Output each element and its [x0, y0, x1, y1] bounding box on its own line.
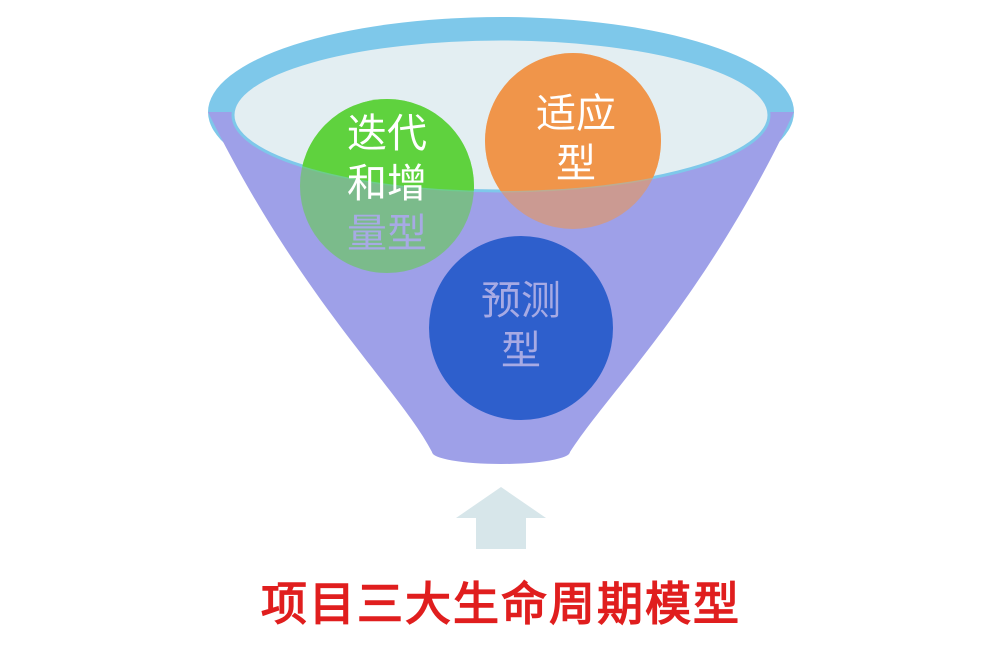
label-iterative-line3: 量型: [347, 211, 427, 257]
label-iterative-line1: 迭代: [347, 111, 427, 157]
circle-predictive: [429, 236, 613, 420]
diagram-caption: 项目三大生命周期模型: [261, 577, 741, 631]
label-adaptive-line2: 型: [556, 141, 596, 187]
arrow-up-icon: [456, 487, 546, 549]
label-adaptive-line1: 适应: [536, 91, 616, 137]
label-predictive-line1: 预测: [481, 278, 561, 324]
label-predictive-line2: 型: [501, 328, 541, 374]
label-iterative-line2: 和增: [347, 161, 427, 207]
circle-iterative: [300, 99, 474, 273]
circle-adaptive: [485, 53, 661, 229]
